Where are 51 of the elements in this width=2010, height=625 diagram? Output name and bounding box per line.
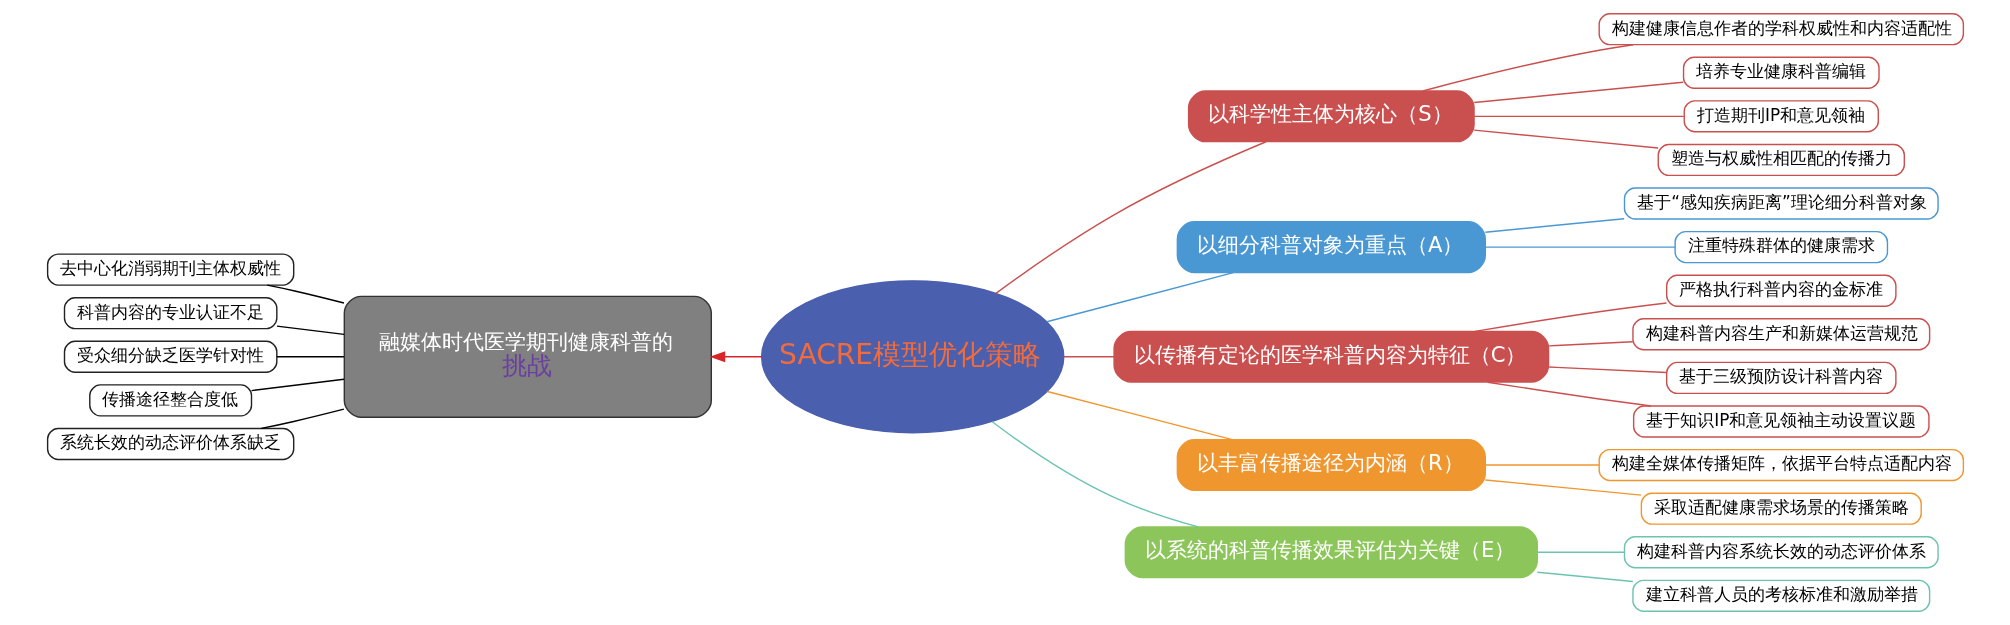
node-box: 基于三级预防设计科普内容 [1665,361,1897,395]
connector [1547,341,1633,347]
node-box: 以传播有定论的医学科普内容为特征（C） [1112,330,1549,383]
connector [1062,356,1115,358]
connector [1536,551,1625,553]
connector [1484,479,1642,496]
node-box: 构建全媒体传播矩阵，依据平台特点适配内容 [1598,448,1964,482]
node-box: 基于“感知疾病距离”理论细分科普对象 [1623,187,1939,220]
node-box: 受众细分缺乏医学针对性 [63,340,278,373]
node-box: 注重特殊群体的健康需求 [1673,230,1888,264]
node-box: 科普内容的专业认证不足 [63,297,278,330]
node-box: 以系统的科普传播效果评估为关键（E） [1124,526,1538,579]
node-box: 融媒体时代医学期刊健康科普的 挑战 [343,295,712,418]
node-box: 培养专业健康科普编辑 [1682,56,1880,89]
node-box: 建立科普人员的考核标准和激励举措 [1631,579,1930,612]
node-box: 基于知识IP和意见领袖主动设置议题 [1632,405,1930,438]
node-box: 系统长效的动态评价体系缺乏 [46,427,294,461]
node-box: 去中心化消弱期刊主体权威性 [46,253,294,286]
connector [1547,366,1667,374]
node-box: 塑造与权威性相匹配的传播力 [1657,143,1905,177]
node-box: 以科学性主体为核心（S） [1187,90,1475,143]
node-box: 以丰富传播途径为内涵（R） [1176,439,1486,492]
node-box: 传播途径整合度低 [88,384,252,417]
connector [266,284,345,304]
connector [250,378,345,392]
connector [1046,390,1233,441]
connector [1473,115,1684,118]
node-box: 严格执行科普内容的金标准 [1665,274,1897,307]
connector [275,325,345,336]
connector [1484,218,1625,233]
node-box: 构建健康信息作者的学科权威性和内容适配性 [1598,13,1964,46]
connector [1484,464,1600,466]
node-box: 以细分科普对象为重点（A） [1176,221,1486,274]
node-box: 打造期刊IP和意见领袖 [1683,100,1879,133]
node-box: 构建科普内容系统长效的动态评价体系 [1623,536,1939,569]
connector [1421,44,1634,92]
connector [1473,81,1684,104]
connector [991,421,1199,528]
connector [1536,571,1633,583]
connector [1486,381,1652,407]
node-box: 构建科普内容生产和新媒体运营规范 [1631,318,1930,351]
connector [1473,129,1659,149]
node-box: 采取适配健康需求场景的传播策略 [1640,492,1922,525]
connector [275,356,345,358]
arrow [709,351,762,363]
connector [1045,271,1234,323]
connector [994,141,1267,295]
connector [260,408,345,430]
connector [1473,302,1667,333]
node-ellipse: SACRE模型优化策略 [760,280,1064,434]
connector [1484,246,1676,248]
